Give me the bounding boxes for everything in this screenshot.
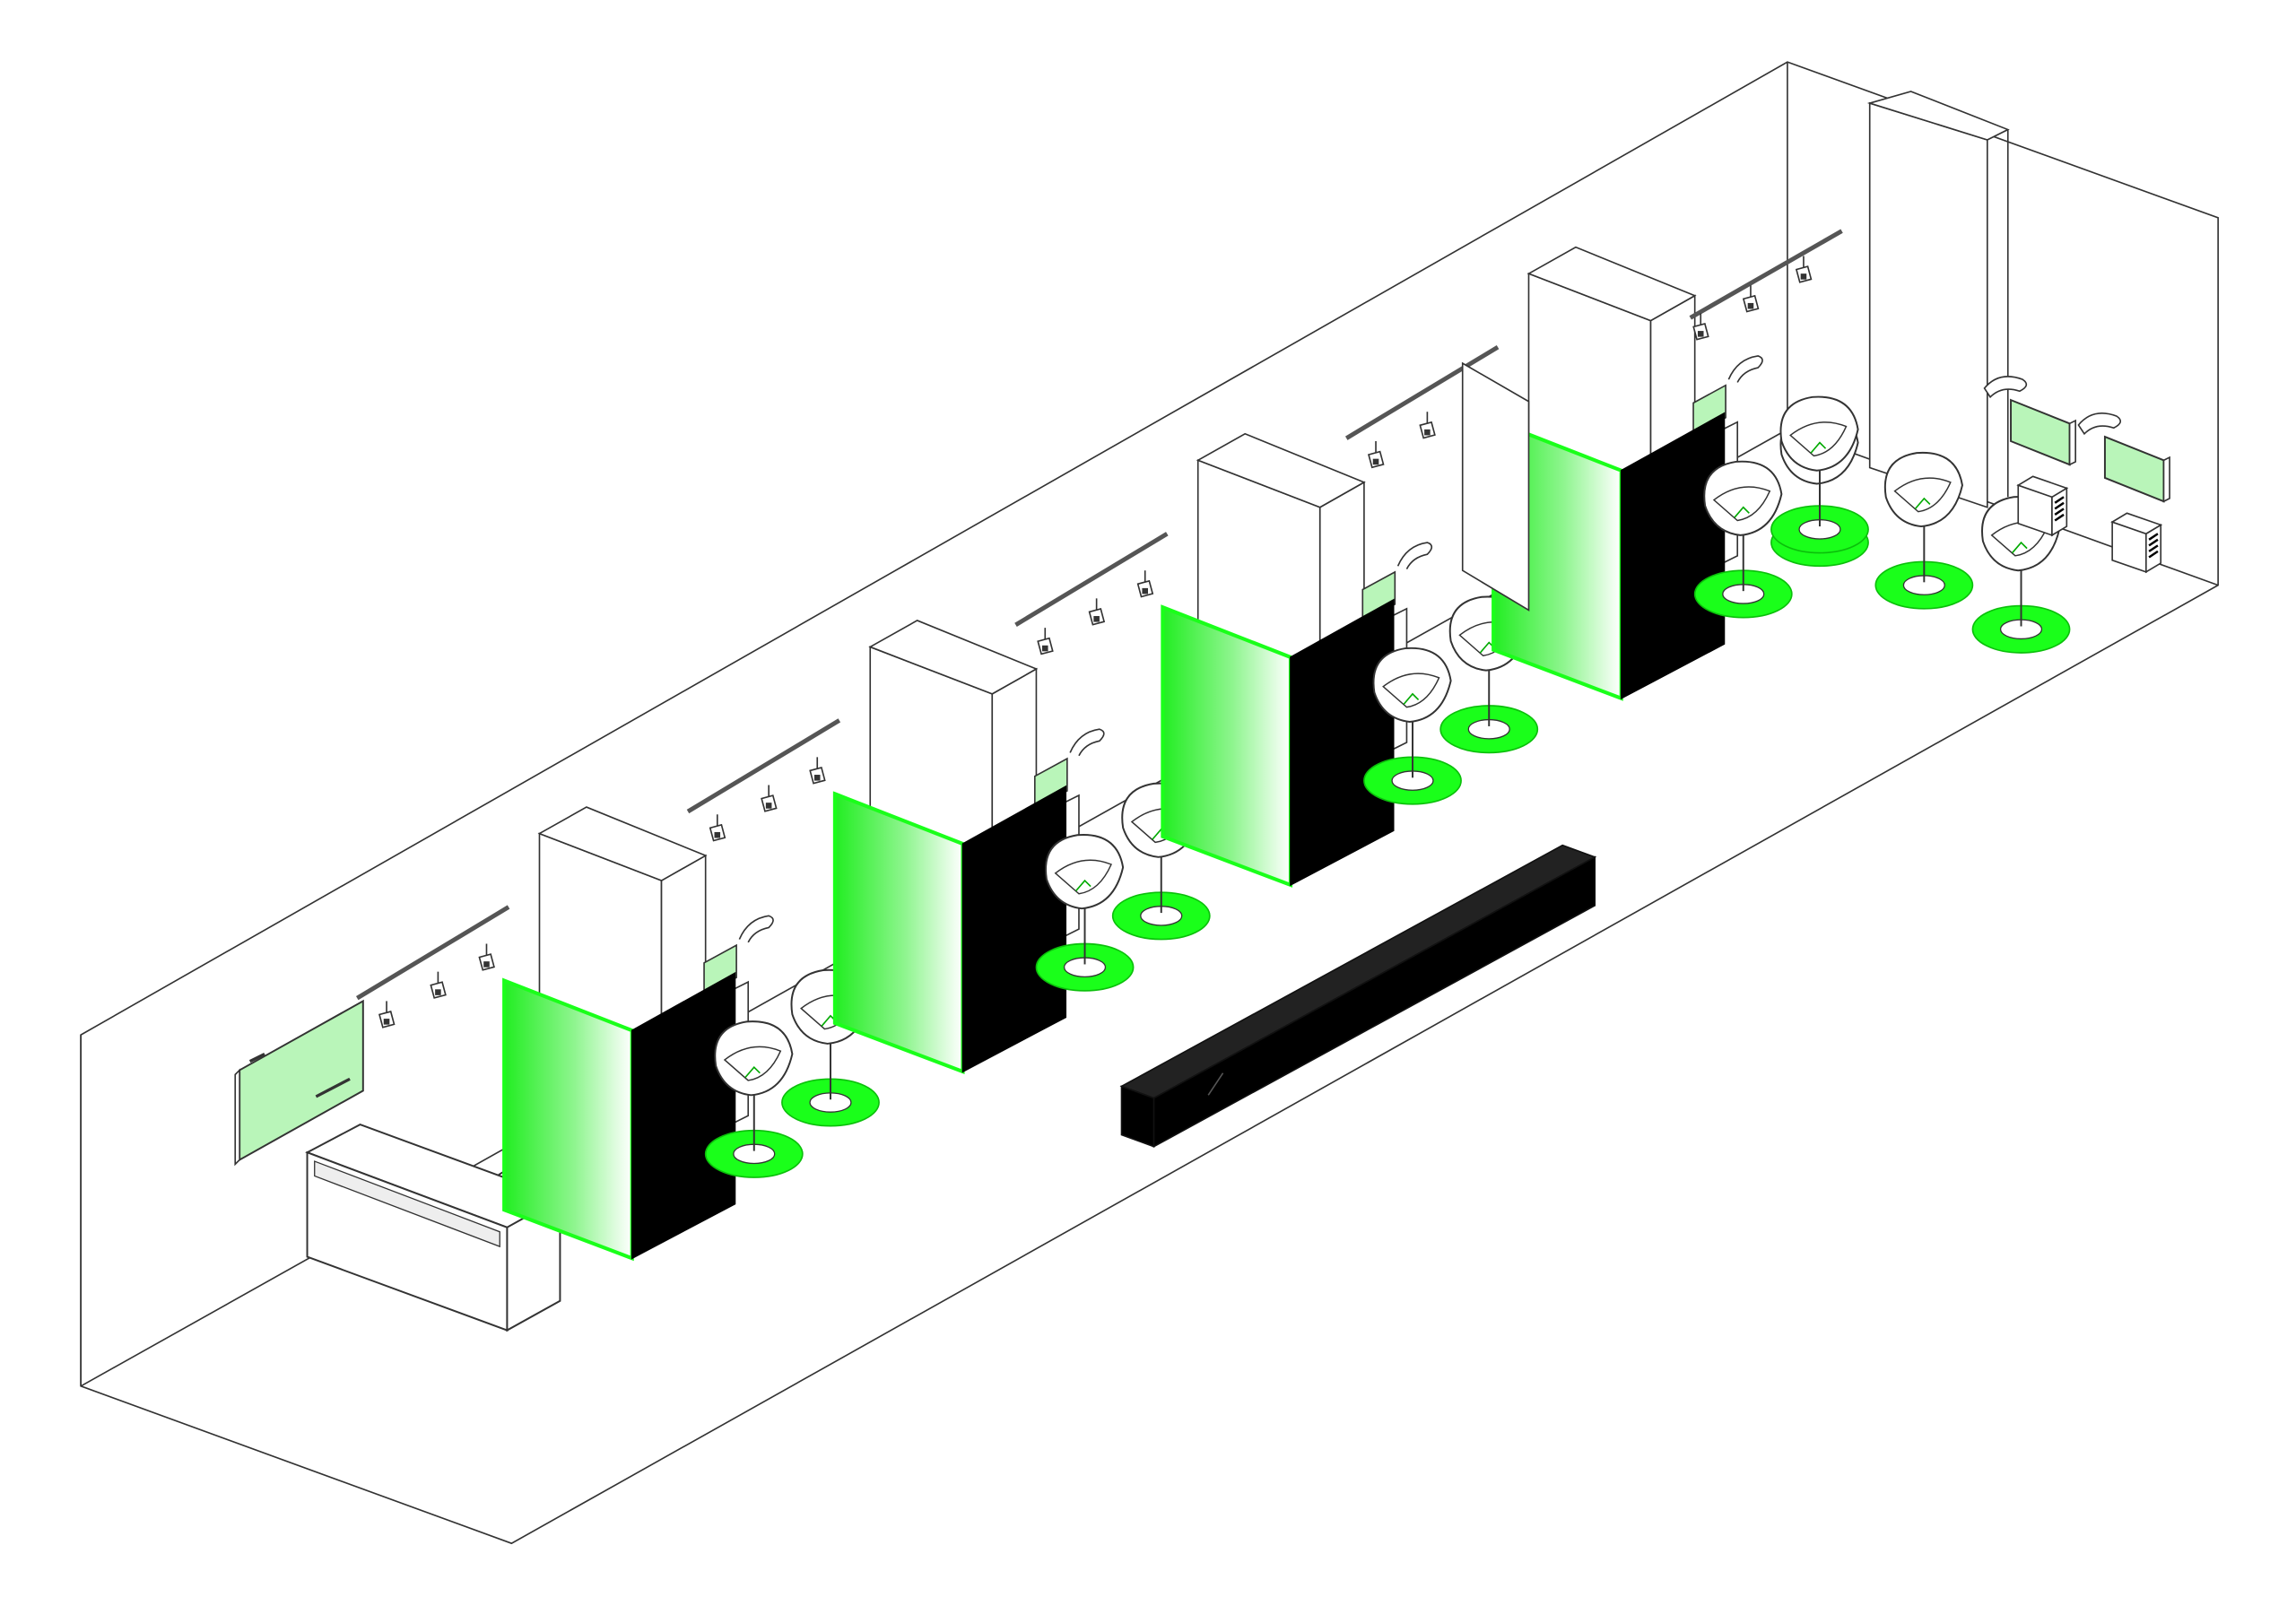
track-spotlight-icon: [1136, 570, 1154, 598]
workstation: [2077, 412, 2170, 574]
monitor-icon: [2010, 398, 2071, 466]
track-spotlight-icon: [430, 971, 447, 999]
track-spotlight-icon: [1088, 598, 1106, 626]
track-spotlight-icon: [709, 814, 726, 842]
track-light-rail: [1689, 229, 1843, 341]
booth-black-panel: [961, 785, 1067, 1073]
track-spotlight-icon: [1795, 256, 1813, 283]
booth-column-top: [1196, 432, 1366, 508]
track-spotlight-icon: [1742, 285, 1760, 313]
booth-glass-panel: [502, 977, 634, 1262]
track-spotlight-icon: [1692, 313, 1709, 341]
swivel-chair-icon: [1770, 395, 1869, 554]
booth-black-panel: [1290, 598, 1395, 887]
track-spotlight-icon: [1419, 412, 1436, 439]
track-light-rail: [355, 905, 510, 1028]
track-spotlight-icon: [478, 943, 495, 971]
bench-icon: [1119, 844, 1597, 1149]
workstation: [1983, 376, 2076, 537]
swivel-chair-icon: [1035, 834, 1135, 992]
track-spotlight-icon: [761, 785, 778, 812]
booth-2: [686, 620, 1211, 1075]
wall-screen-icon: [234, 999, 364, 1167]
track-light-rail: [686, 718, 841, 842]
booth-black-panel: [631, 971, 736, 1260]
track-spotlight-icon: [1368, 440, 1385, 469]
swivel-chair-icon: [704, 1020, 804, 1178]
monitor-icon: [2103, 435, 2165, 503]
track-spotlight-icon: [378, 1001, 396, 1028]
workstation-area: [1770, 376, 2170, 654]
booth-3: [1014, 432, 1539, 888]
partition-panel: [1461, 361, 1530, 612]
booth-group: [355, 229, 1869, 1262]
booth-column-top: [868, 620, 1039, 695]
swivel-chair-icon: [1363, 647, 1462, 805]
booth-glass-panel: [832, 791, 965, 1075]
booth-column-top: [1526, 246, 1697, 322]
booth-column-top: [537, 806, 708, 881]
booth-glass-panel: [1161, 604, 1293, 888]
pc-tower-icon: [2110, 512, 2163, 574]
track-light-rail: [1014, 532, 1169, 655]
swivel-chair-icon: [1693, 460, 1793, 619]
track-spotlight-icon: [1037, 628, 1054, 655]
pc-tower-icon: [2016, 475, 2069, 537]
swivel-chair-icon: [1874, 451, 1974, 610]
booth-black-panel: [1620, 412, 1726, 700]
booth-4: [1344, 246, 1869, 701]
track-spotlight-icon: [809, 757, 826, 785]
back-partition: [1866, 91, 2010, 508]
